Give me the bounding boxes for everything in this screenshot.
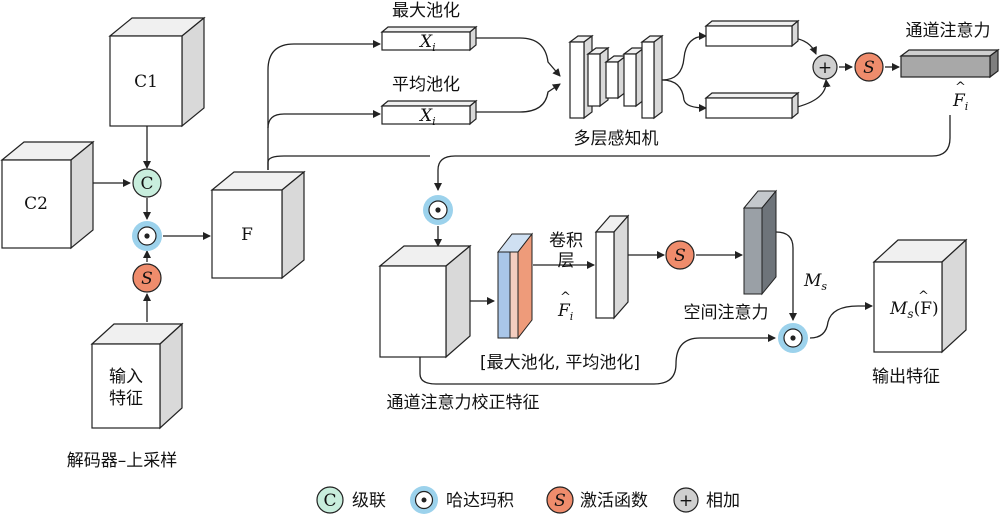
hadamard-node-1	[132, 221, 162, 251]
svg-text:S: S	[141, 269, 153, 289]
ms-label: Ms	[803, 271, 827, 293]
c2-block: C2	[0, 140, 95, 250]
conv-layer	[594, 214, 630, 320]
avg-pool-bar: Xi	[380, 99, 478, 128]
spatial-attention-label: 空间注意力	[684, 303, 769, 323]
c2-label: C2	[24, 194, 48, 214]
legend-add: + 相加	[673, 487, 740, 513]
svg-text:C: C	[323, 491, 336, 511]
input-feature-block: 输入 特征	[90, 322, 184, 430]
output-formula: Ms(F)	[889, 299, 939, 321]
pooled-fhat: Fi	[557, 301, 573, 323]
input-label-line2: 特征	[109, 389, 143, 409]
svg-text:S: S	[674, 246, 686, 266]
pooled-layers	[496, 232, 534, 340]
channel-fhat-hat: ^	[955, 80, 966, 95]
legend-concat-label: 级联	[352, 491, 386, 511]
output-formula-hat: ^	[918, 289, 929, 304]
add-node: +	[812, 54, 838, 80]
input-label-line1: 输入	[109, 367, 143, 387]
concat-node: C	[132, 168, 162, 198]
c1-label: C1	[134, 72, 158, 92]
legend-activation: S 激活函数	[546, 486, 648, 514]
connection-lines	[93, 32, 951, 385]
legend: C 级联 哈达玛积 S 激活函数 + 相加	[316, 486, 740, 514]
svg-text:C: C	[140, 174, 153, 194]
hadamard-node-3	[778, 323, 808, 353]
pooling-concat-label: [最大池化, 平均池化]	[480, 353, 640, 373]
hadamard-node-2	[423, 195, 453, 225]
avg-pool-label: 平均池化	[392, 75, 460, 95]
channel-attention-label: 通道注意力	[906, 21, 991, 41]
calibrated-feature-label: 通道注意力校正特征	[387, 393, 540, 413]
avg-pool-xi: Xi	[418, 106, 436, 128]
activation-node-1: S	[132, 263, 162, 293]
output-feature-label: 输出特征	[872, 367, 940, 387]
max-pool-bar: Xi	[380, 25, 478, 54]
activation-node-2: S	[854, 52, 884, 82]
max-pool-label: 最大池化	[392, 1, 460, 21]
pooled-fhat-hat: ^	[560, 290, 571, 305]
decoder-upsample-label: 解码器–上采样	[67, 451, 178, 471]
legend-concat: C 级联	[316, 486, 386, 514]
f-block: F	[210, 170, 306, 280]
legend-activation-label: 激活函数	[580, 491, 648, 511]
max-pool-xi: Xi	[418, 32, 436, 54]
mlp-block	[568, 34, 664, 120]
calibrated-feature-block	[378, 244, 472, 359]
legend-add-label: 相加	[706, 491, 740, 511]
spatial-attention-map	[742, 189, 778, 296]
svg-text:+: +	[818, 58, 832, 78]
legend-hadamard-label: 哈达玛积	[446, 491, 514, 511]
output-feature-block: Ms(F) ^	[872, 238, 968, 354]
channel-attention-fhat: Fi	[952, 91, 968, 113]
conv-label-line2: 层	[558, 251, 575, 271]
svg-text:S: S	[863, 58, 875, 78]
c1-block: C1	[108, 16, 206, 128]
mlp-output-top	[704, 19, 800, 48]
svg-text:+: +	[679, 491, 693, 511]
svg-text:S: S	[554, 491, 566, 511]
mlp-label: 多层感知机	[574, 129, 659, 149]
legend-hadamard: 哈达玛积	[410, 486, 514, 514]
f-label: F	[241, 225, 253, 245]
conv-label-line1: 卷积	[549, 231, 583, 251]
channel-attention-bar	[899, 48, 1000, 79]
activation-node-3: S	[665, 240, 695, 270]
mlp-output-bottom	[704, 91, 800, 120]
